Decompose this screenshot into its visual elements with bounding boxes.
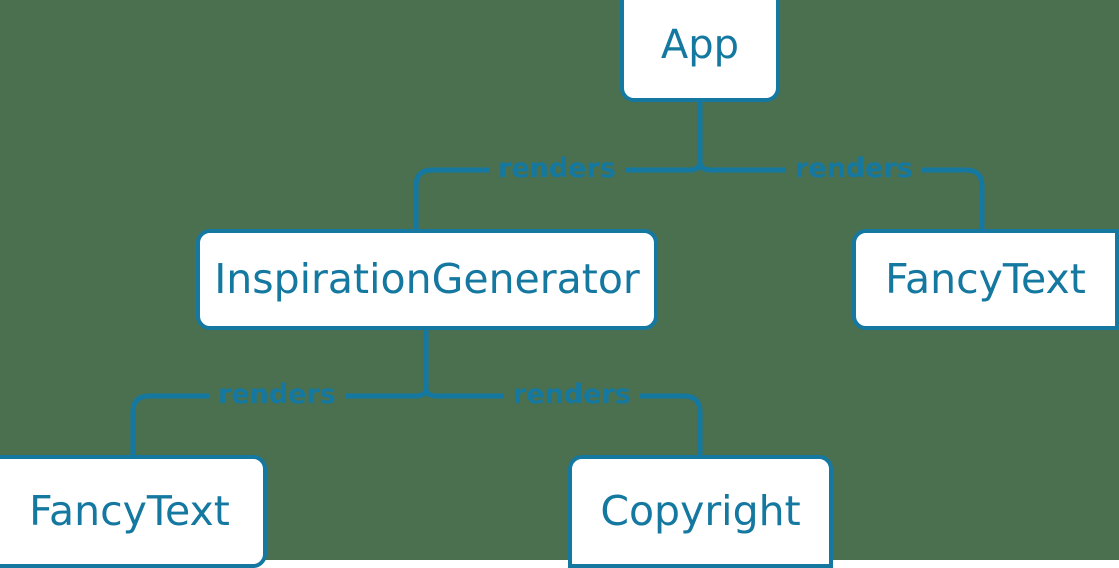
node-copyright-label: Copyright [600, 487, 801, 535]
node-fancytext-bottom[interactable]: FancyText [0, 455, 267, 568]
node-app[interactable]: App [620, 0, 780, 102]
edge-app-to-inspiration [413, 161, 703, 232]
node-fancytext-right[interactable]: FancyText [852, 229, 1119, 330]
node-app-label: App [660, 22, 740, 68]
edge-label-inspirationgenerator-renders-fancytext: renders [209, 381, 345, 408]
node-inspiration-generator[interactable]: InspirationGenerator [196, 229, 658, 330]
node-copyright[interactable]: Copyright [568, 455, 833, 568]
node-inspiration-generator-label: InspirationGenerator [214, 255, 640, 303]
edge-app-to-fancytext [697, 161, 985, 232]
node-fancytext-right-label: FancyText [885, 255, 1086, 303]
edge-label-inspirationgenerator-renders-copyright: renders [504, 381, 640, 408]
edge-inspiration-to-copyright [423, 387, 703, 459]
node-fancytext-bottom-label: FancyText [29, 487, 230, 535]
edge-inspiration-to-fancytext [130, 387, 429, 459]
edge-label-app-renders-inspirationgenerator: renders [489, 155, 625, 182]
edge-label-app-renders-fancytext: renders [786, 155, 922, 182]
